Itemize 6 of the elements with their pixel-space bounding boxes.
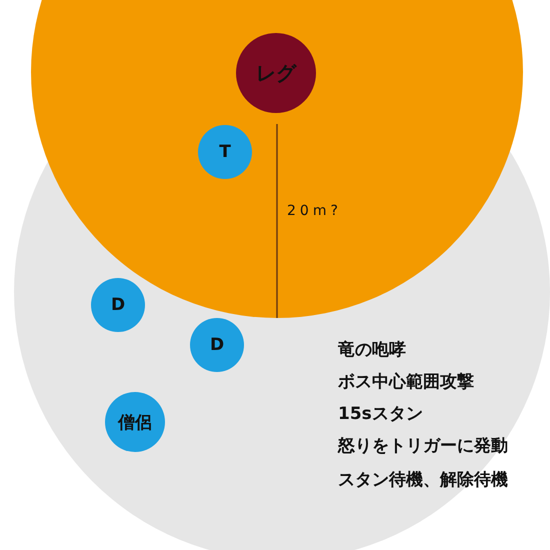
dimension-label: 20m? — [287, 203, 342, 219]
note-text: 15sスタン — [338, 403, 423, 425]
note-text: 怒りをトリガーに発動 — [338, 435, 508, 457]
note-text: ボス中心範囲攻撃 — [338, 371, 474, 393]
note-text: 竜の咆哮 — [338, 339, 406, 361]
note-text: スタン待機、解除待機 — [338, 469, 508, 491]
